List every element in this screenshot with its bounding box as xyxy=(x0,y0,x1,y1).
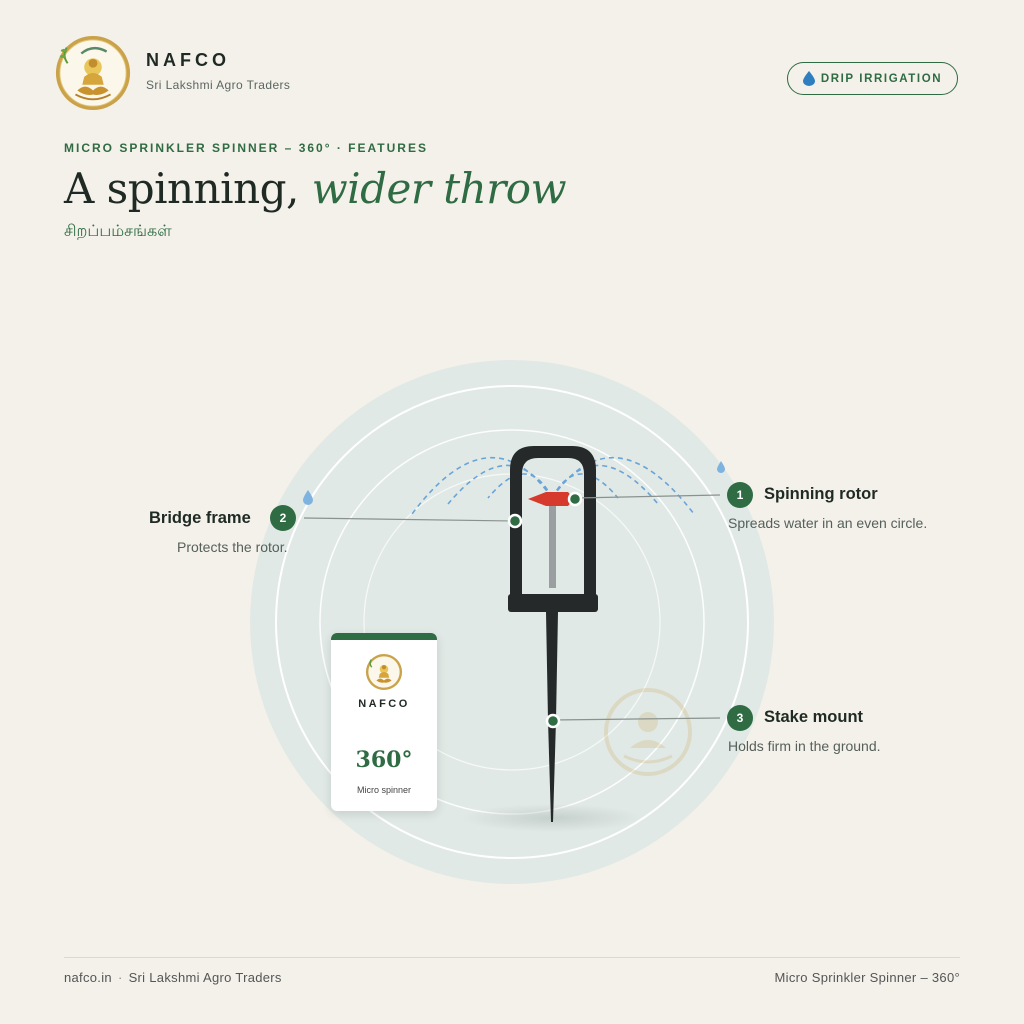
anchor-dot-rotor xyxy=(567,491,583,507)
water-spray xyxy=(411,456,695,515)
leader-line-frame xyxy=(303,517,516,522)
water-drop-icon xyxy=(717,461,725,473)
watermark-logo xyxy=(604,688,692,776)
footer-company: Sri Lakshmi Agro Traders xyxy=(128,970,282,985)
nafco-logo xyxy=(55,35,131,111)
brand-subtitle: Sri Lakshmi Agro Traders xyxy=(146,78,291,92)
spinning-rotor xyxy=(528,492,574,506)
callout-title-spinning-rotor: Spinning rotor xyxy=(764,485,878,503)
callout-number-3: 3 xyxy=(727,705,753,731)
callout-number-2: 2 xyxy=(270,505,296,531)
brand-name: NAFCO xyxy=(146,50,230,70)
title-accent: wider throw xyxy=(311,164,567,213)
leader-line-stake xyxy=(552,717,721,721)
callout-desc-spinning-rotor: Spreads water in an even circle. xyxy=(728,515,928,531)
anchor-dot-frame xyxy=(507,513,523,529)
leader-line-rotor xyxy=(575,494,721,499)
footer-left: nafco.in·Sri Lakshmi Agro Traders xyxy=(64,970,282,985)
background-circle xyxy=(250,360,774,884)
callout-title-bridge-frame: Bridge frame xyxy=(149,509,251,527)
callout-title-stake-mount: Stake mount xyxy=(764,708,864,726)
title-main: A spinning, xyxy=(64,164,312,213)
card-angle-value: 360° xyxy=(355,747,413,773)
drip-irrigation-badge[interactable]: DRIP IRRIGATION xyxy=(787,62,958,95)
card-top-bar xyxy=(331,633,437,640)
eyebrow-label: MICRO SPRINKLER SPINNER – 360° · FEATURE… xyxy=(64,141,428,155)
product-card: NAFCO 360° Micro spinner xyxy=(331,633,437,811)
callout-desc-stake-mount: Holds firm in the ground. xyxy=(728,738,881,754)
card-brand-name: NAFCO xyxy=(358,698,410,710)
rotor-shaft xyxy=(549,504,556,588)
callout-desc-bridge-frame: Protects the rotor. xyxy=(177,539,288,555)
bridge-frame xyxy=(510,446,596,600)
page-title: A spinning, wider throw xyxy=(64,164,567,213)
frame-base xyxy=(508,594,598,612)
badge-label: DRIP IRRIGATION xyxy=(820,72,943,85)
tamil-subtitle: சிறப்பம்சங்கள் xyxy=(64,223,172,240)
anchor-dot-stake xyxy=(545,713,561,729)
water-drop-icon xyxy=(303,490,313,505)
ring-outer xyxy=(275,385,749,859)
footer-product: Micro Sprinkler Spinner – 360° xyxy=(774,970,960,985)
card-product-label: Micro spinner xyxy=(356,785,412,795)
card-logo xyxy=(365,653,403,691)
footer-site-link[interactable]: nafco.in xyxy=(64,970,112,985)
water-drop-icon xyxy=(802,71,815,86)
callout-number-1: 1 xyxy=(727,482,753,508)
footer-divider xyxy=(64,957,960,958)
